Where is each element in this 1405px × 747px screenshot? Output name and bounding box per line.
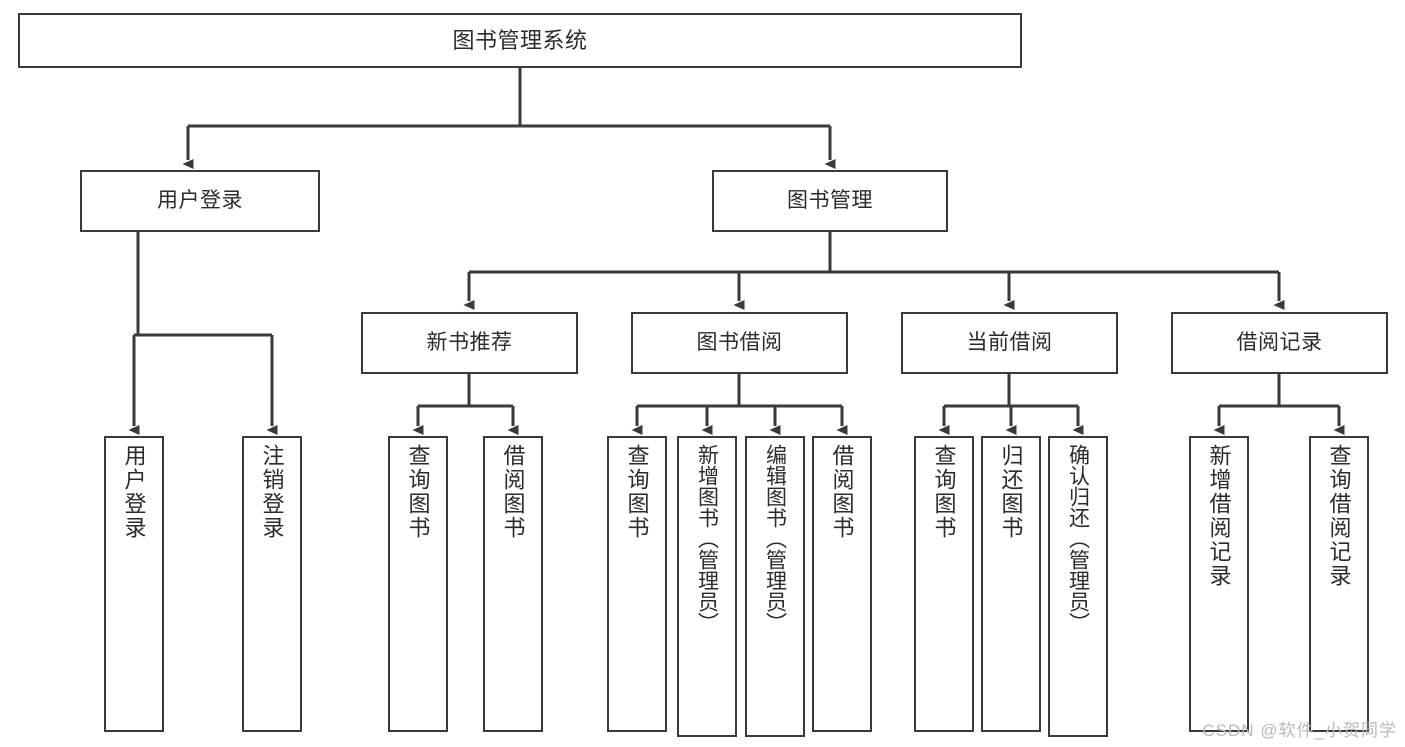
node-label: 注销登录 bbox=[259, 444, 285, 540]
node-user-login[interactable]: 用户登录 bbox=[80, 170, 320, 232]
node-label: 借阅图书 bbox=[500, 444, 526, 540]
node-label: 新书推荐 bbox=[426, 330, 513, 354]
node-label: 查询图书 bbox=[931, 444, 957, 540]
leaf-query-book-borrowing[interactable]: 查询图书 bbox=[607, 436, 667, 732]
leaf-add-book-admin[interactable]: 新增图书（管理员） bbox=[677, 436, 737, 737]
leaf-logout[interactable]: 注销登录 bbox=[242, 436, 302, 732]
node-label: 查询借阅记录 bbox=[1326, 444, 1352, 588]
node-label: 新增图书（管理员） bbox=[695, 444, 719, 633]
leaf-edit-book-admin[interactable]: 编辑图书（管理员） bbox=[745, 436, 805, 737]
leaf-confirm-return-admin[interactable]: 确认归还（管理员） bbox=[1048, 436, 1108, 737]
node-label: 图书管理 bbox=[787, 188, 873, 212]
node-label: 用户登录 bbox=[157, 188, 243, 212]
leaf-user-login[interactable]: 用户登录 bbox=[104, 436, 164, 732]
leaf-borrow-book-new-recommendation[interactable]: 借阅图书 bbox=[483, 436, 543, 732]
node-label: 借阅记录 bbox=[1236, 330, 1323, 354]
node-label: 用户登录 bbox=[121, 444, 147, 540]
node-label: 图书管理系统 bbox=[452, 27, 588, 53]
node-label: 查询图书 bbox=[624, 444, 650, 540]
node-label: 当前借阅 bbox=[966, 330, 1053, 354]
node-root-book-management-system[interactable]: 图书管理系统 bbox=[18, 13, 1022, 68]
leaf-query-borrow-record[interactable]: 查询借阅记录 bbox=[1309, 436, 1369, 732]
leaf-return-book[interactable]: 归还图书 bbox=[981, 436, 1041, 732]
node-book-borrowing[interactable]: 图书借阅 bbox=[631, 312, 848, 374]
leaf-query-book-current[interactable]: 查询图书 bbox=[914, 436, 974, 732]
node-label: 图书借阅 bbox=[696, 330, 783, 354]
node-label: 借阅图书 bbox=[829, 444, 855, 540]
node-borrowing-record[interactable]: 借阅记录 bbox=[1171, 312, 1388, 374]
node-label: 归还图书 bbox=[998, 444, 1024, 540]
node-new-book-recommendation[interactable]: 新书推荐 bbox=[361, 312, 578, 374]
node-current-borrowing[interactable]: 当前借阅 bbox=[901, 312, 1118, 374]
node-label: 编辑图书（管理员） bbox=[763, 444, 787, 633]
leaf-borrow-book-borrowing[interactable]: 借阅图书 bbox=[812, 436, 872, 732]
csdn-watermark: CSDN @软件_小贺同学 bbox=[1202, 721, 1397, 740]
leaf-add-borrow-record[interactable]: 新增借阅记录 bbox=[1189, 436, 1249, 732]
node-label: 确认归还（管理员） bbox=[1066, 444, 1090, 633]
node-label: 查询图书 bbox=[405, 444, 431, 540]
leaf-query-book-new-recommendation[interactable]: 查询图书 bbox=[388, 436, 448, 732]
node-book-management[interactable]: 图书管理 bbox=[712, 170, 948, 232]
node-label: 新增借阅记录 bbox=[1206, 444, 1232, 588]
